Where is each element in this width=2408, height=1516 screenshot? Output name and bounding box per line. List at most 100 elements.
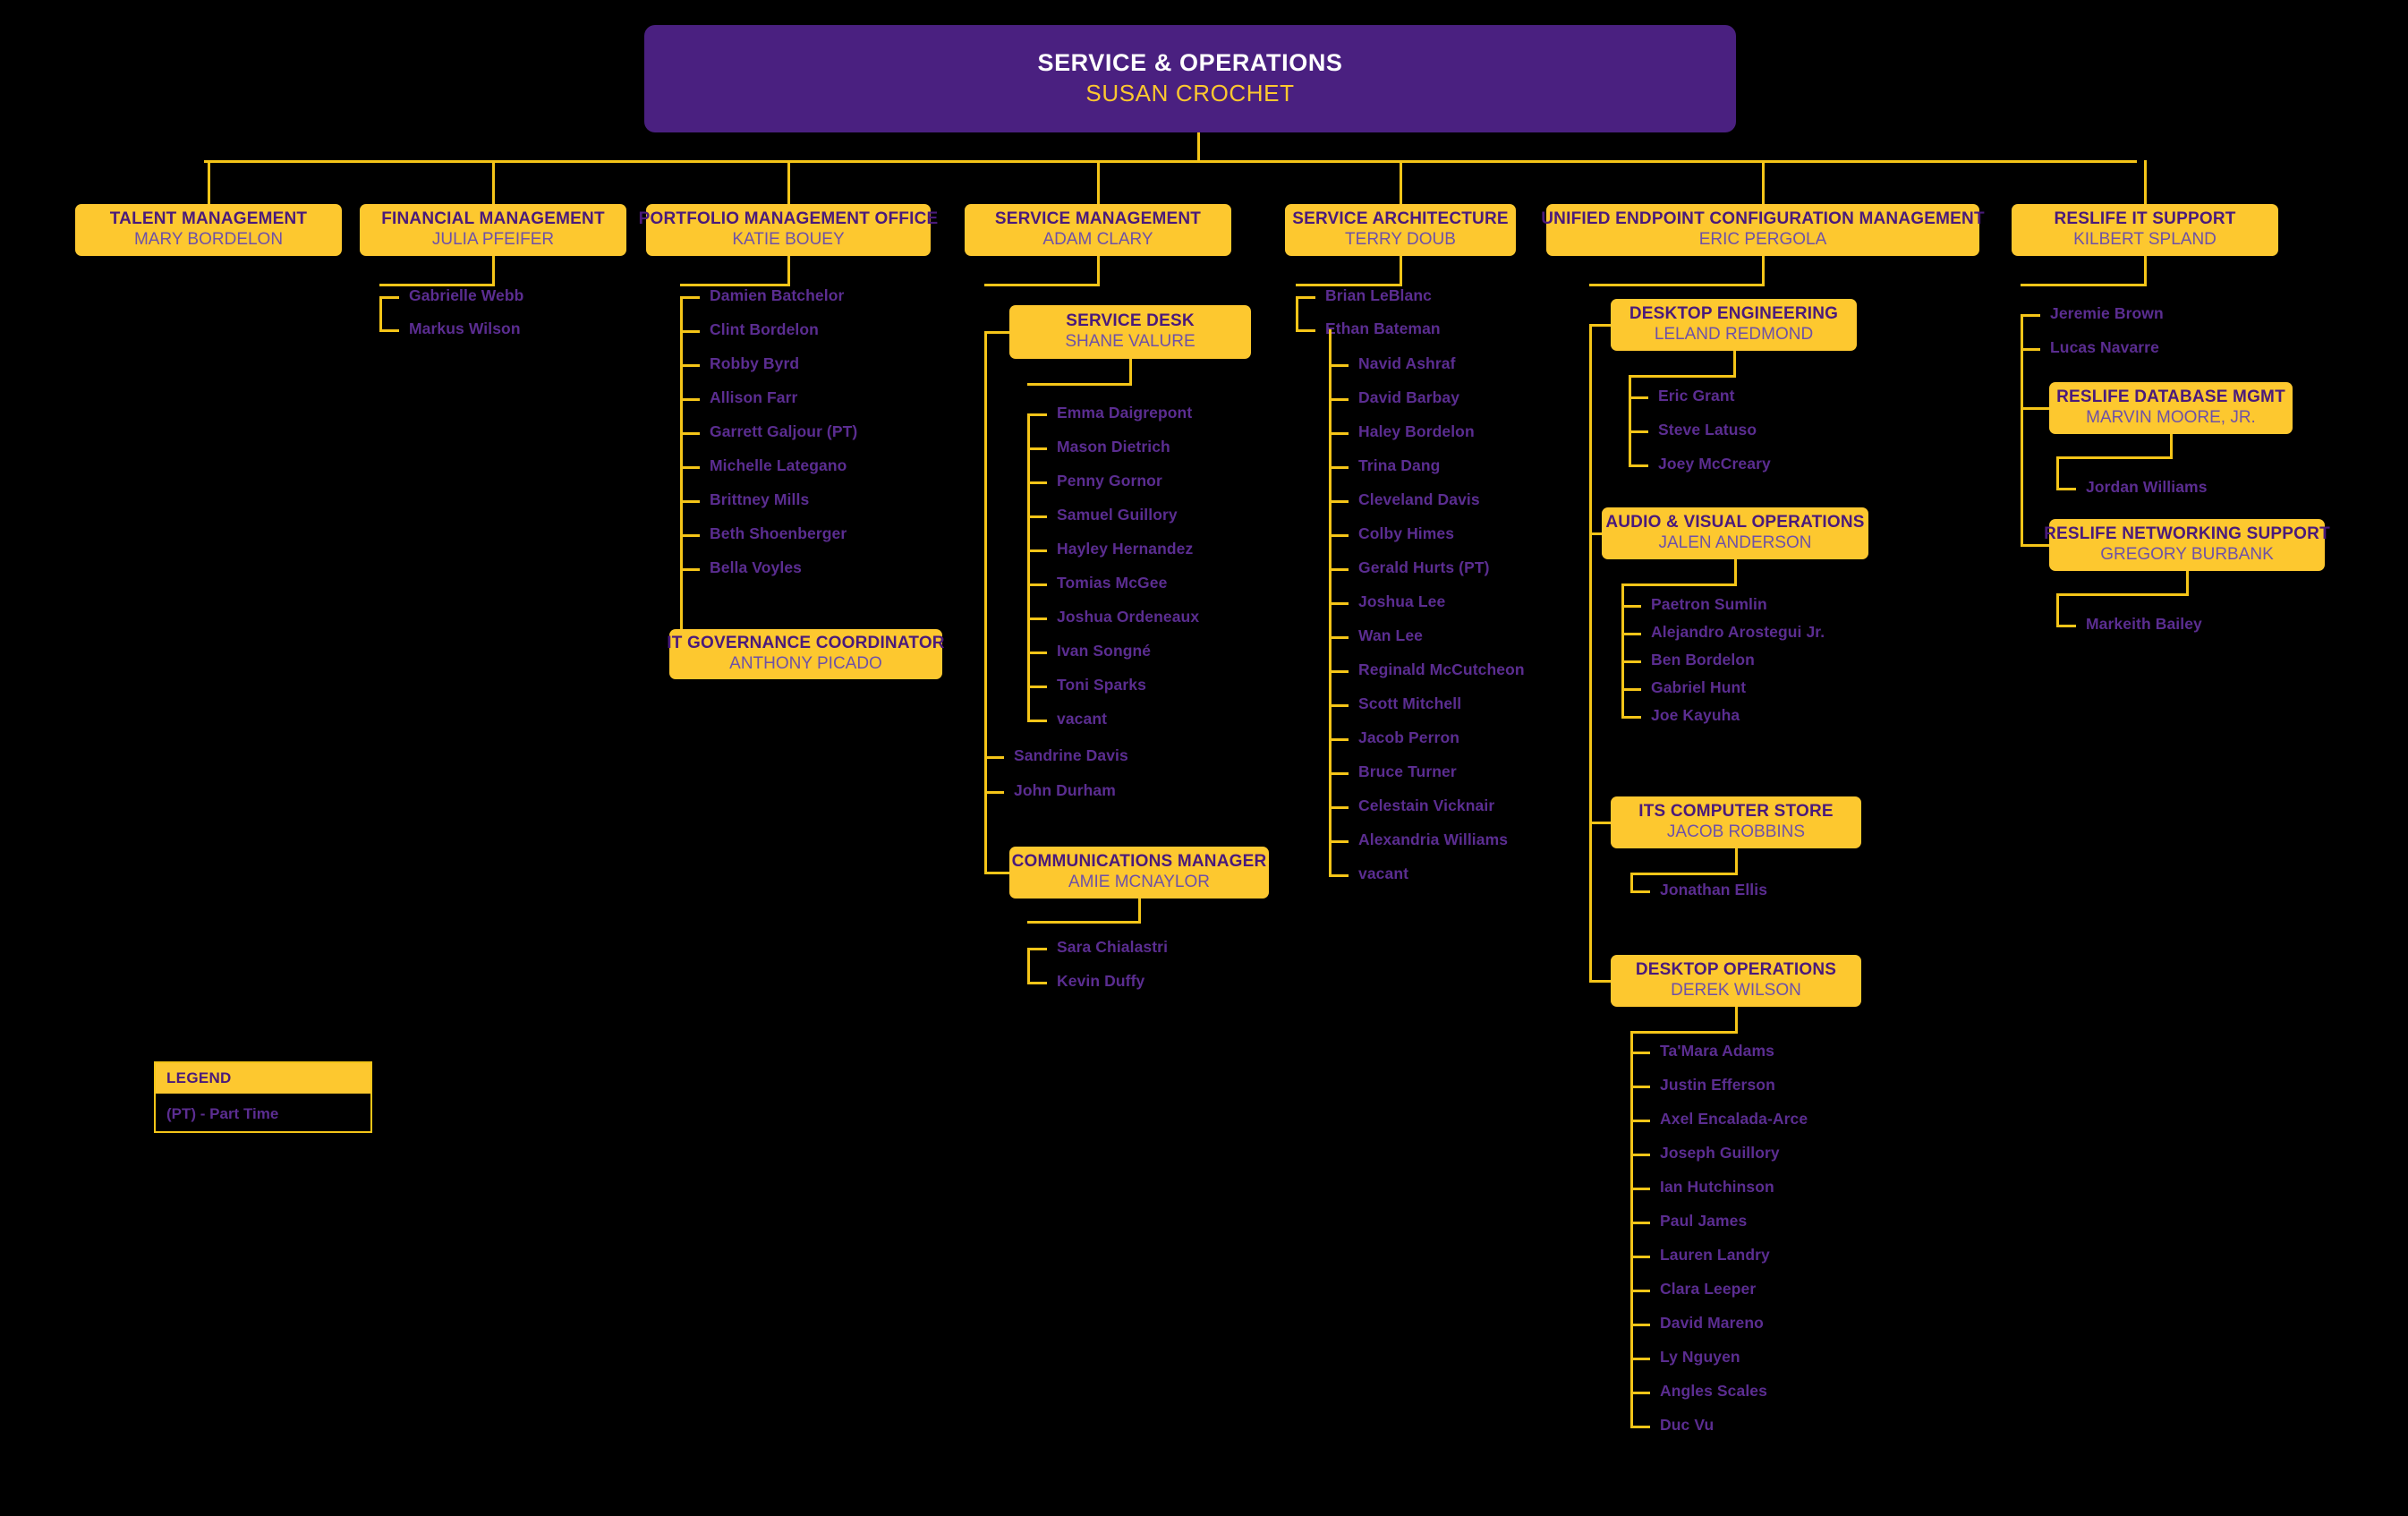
leaf-elbow	[1329, 772, 1349, 775]
unit-elbow	[1589, 822, 1611, 824]
cm-stem	[1138, 899, 1141, 924]
unit-avops-title: AUDIO & VISUAL OPERATIONS	[1605, 513, 1865, 532]
leaf-elbow	[2021, 314, 2040, 317]
leaf-elbow	[1630, 1188, 1650, 1190]
unit-itgov-person: ANTHONY PICADO	[729, 653, 882, 673]
unit-rail	[1630, 873, 1633, 893]
staff-name: Toni Sparks	[1057, 676, 1146, 694]
leaf-elbow	[1329, 534, 1349, 537]
staff-name: John Durham	[1014, 781, 1116, 799]
division-portfolio-person: KATIE BOUEY	[732, 229, 845, 249]
division-svcarch-title: SERVICE ARCHITECTURE	[1292, 209, 1509, 229]
staff-name: Ivan Songné	[1057, 642, 1152, 660]
svcmgmt-main-rail	[984, 332, 987, 873]
unit-desktopeng-person: LELAND REDMOND	[1654, 324, 1814, 344]
legend-heading: LEGEND	[156, 1063, 370, 1094]
staff-name: Hayley Hernandez	[1057, 540, 1194, 558]
staff-name: Damien Batchelor	[710, 286, 845, 304]
leaf-elbow	[1629, 430, 1648, 433]
branch-stem	[1097, 256, 1100, 286]
root-node-title: SERVICE & OPERATIONS	[1037, 49, 1343, 77]
staff-name: Ta'Mara Adams	[1660, 1042, 1775, 1060]
staff-name: Samuel Guillory	[1057, 506, 1178, 524]
leaf-elbow	[1329, 364, 1349, 367]
staff-name: Sandrine Davis	[1014, 746, 1128, 764]
leaf-elbow	[1630, 1358, 1650, 1360]
branch-jog	[680, 284, 788, 286]
unit-desktopeng-title: DESKTOP ENGINEERING	[1629, 304, 1839, 324]
leaf-elbow	[1027, 583, 1047, 586]
unit-computerstore-person: JACOB ROBBINS	[1666, 822, 1806, 841]
staff-name: Trina Dang	[1358, 456, 1441, 474]
sd-rail	[1027, 413, 1030, 722]
staff-name: Joshua Lee	[1358, 592, 1446, 610]
staff-name: Wan Lee	[1358, 626, 1424, 644]
staff-name: Celestain Vicknair	[1358, 796, 1495, 814]
sd-jog	[1027, 383, 1130, 386]
division-reslife-person: KILBERT SPLAND	[2073, 229, 2217, 249]
unit-jog	[1630, 1031, 1736, 1034]
leaf-elbow	[1329, 602, 1349, 605]
leaf-elbow	[1630, 1120, 1650, 1122]
leaf-elbow	[2021, 348, 2040, 351]
division-uecm[interactable]: UNIFIED ENDPOINT CONFIGURATION MANAGEMEN…	[1541, 204, 1985, 256]
leaf-elbow	[1329, 636, 1349, 639]
staff-name: Allison Farr	[710, 388, 798, 406]
staff-name: Alexandria Williams	[1358, 830, 1509, 848]
leaf-elbow	[1630, 1256, 1650, 1258]
staff-name: Gabrielle Webb	[409, 286, 524, 304]
leaf-elbow	[1027, 652, 1047, 654]
leaf-elbow	[1630, 1324, 1650, 1326]
staff-name: Robby Byrd	[710, 354, 800, 372]
staff-name: Tomias McGee	[1057, 574, 1168, 592]
unit-resnet-person: GREGORY BURBANK	[2100, 544, 2274, 564]
division-svcmgmt-person: ADAM CLARY	[1042, 229, 1153, 249]
staff-name: Lauren Landry	[1660, 1246, 1770, 1264]
division-financial-person: JULIA PFEIFER	[431, 229, 555, 249]
staff-name: David Mareno	[1660, 1314, 1764, 1332]
branch-jog	[1589, 284, 1763, 286]
staff-name: Ben Bordelon	[1651, 651, 1755, 669]
leaf-elbow	[1621, 633, 1641, 635]
staff-name: Alejandro Arostegui Jr.	[1651, 623, 1825, 641]
leaf-elbow	[1621, 605, 1641, 608]
division-portfolio-title: PORTFOLIO MANAGEMENT OFFICE	[638, 209, 939, 229]
staff-name: Garrett Galjour (PT)	[710, 422, 858, 440]
leaf-elbow	[1621, 660, 1641, 663]
resdb-rail	[2056, 456, 2059, 490]
staff-name: Eric Grant	[1658, 387, 1735, 405]
leaf-elbow	[680, 398, 700, 401]
unit-rail	[1630, 1031, 1633, 1428]
leaf-elbow	[1027, 686, 1047, 688]
leaf-elbow	[1027, 549, 1047, 552]
unit-stem	[1735, 848, 1738, 875]
division-svcmgmt-title: SERVICE MANAGEMENT	[994, 209, 1202, 229]
leaf-elbow	[1296, 329, 1315, 332]
division-stem	[208, 160, 210, 204]
staff-name: Justin Efferson	[1660, 1076, 1775, 1094]
leaf-elbow	[1630, 1426, 1650, 1428]
cm-rail	[1027, 948, 1030, 984]
leaf-elbow	[1329, 738, 1349, 741]
staff-name: Ian Hutchinson	[1660, 1178, 1774, 1196]
staff-name: Angles Scales	[1660, 1382, 1767, 1400]
leaf-elbow	[1630, 890, 1650, 893]
staff-name: Paul James	[1660, 1212, 1748, 1230]
branch-stem	[2144, 256, 2147, 286]
